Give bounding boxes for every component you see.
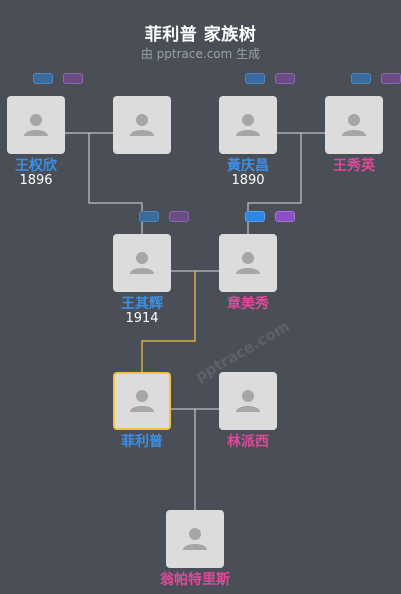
parents-tag-icon[interactable]	[245, 73, 265, 84]
person-card-wang-xiuying[interactable]	[325, 96, 383, 154]
person-name[interactable]: 王其辉	[121, 296, 163, 312]
page-title: 菲利普 家族树	[144, 25, 257, 45]
person-silhouette-icon	[183, 528, 207, 550]
person-silhouette-icon	[24, 114, 48, 136]
person-birth-year: 1896	[19, 173, 53, 188]
person-name[interactable]: 黃庆昌	[227, 158, 269, 174]
person-silhouette-icon	[130, 252, 154, 274]
person-silhouette-icon	[236, 252, 260, 274]
parents-tag-icon[interactable]	[275, 73, 295, 84]
parents-tag-icon[interactable]	[169, 211, 189, 222]
person-card-huang-qingchang[interactable]	[219, 96, 277, 154]
person-card-wang-qihui[interactable]	[113, 234, 171, 292]
person-silhouette-icon	[236, 114, 260, 136]
person-card-wang-quanxin[interactable]	[7, 96, 65, 154]
person-name[interactable]: 菲利普	[121, 434, 163, 450]
person-name[interactable]: 翁帕特里斯	[160, 572, 230, 588]
parents-tag-icon[interactable]	[275, 211, 295, 222]
parents-tag-icon[interactable]	[33, 73, 53, 84]
person-card-philip[interactable]	[113, 372, 171, 430]
person-card-child[interactable]	[166, 510, 224, 568]
page-subtitle: 由 pptrace.com 生成	[140, 47, 261, 61]
parents-tag-icon[interactable]	[381, 73, 401, 84]
person-name[interactable]: 王秀英	[333, 158, 375, 174]
person-silhouette-icon	[130, 390, 154, 412]
parents-tag-icon[interactable]	[245, 211, 265, 222]
person-card-lin-paixi[interactable]	[219, 372, 277, 430]
parents-tag-icon[interactable]	[351, 73, 371, 84]
person-name[interactable]: 王权欣	[15, 158, 57, 174]
person-silhouette-icon	[342, 114, 366, 136]
person-birth-year: 1914	[125, 311, 159, 326]
parents-tag-icon[interactable]	[63, 73, 83, 84]
person-silhouette-icon	[130, 114, 154, 136]
person-card-unknown[interactable]	[113, 96, 171, 154]
person-birth-year: 1890	[231, 173, 265, 188]
person-name[interactable]: 林派西	[227, 434, 269, 450]
person-card-zhang-meixiu[interactable]	[219, 234, 277, 292]
parents-tag-icon[interactable]	[139, 211, 159, 222]
person-silhouette-icon	[236, 390, 260, 412]
person-name[interactable]: 章美秀	[227, 296, 269, 312]
